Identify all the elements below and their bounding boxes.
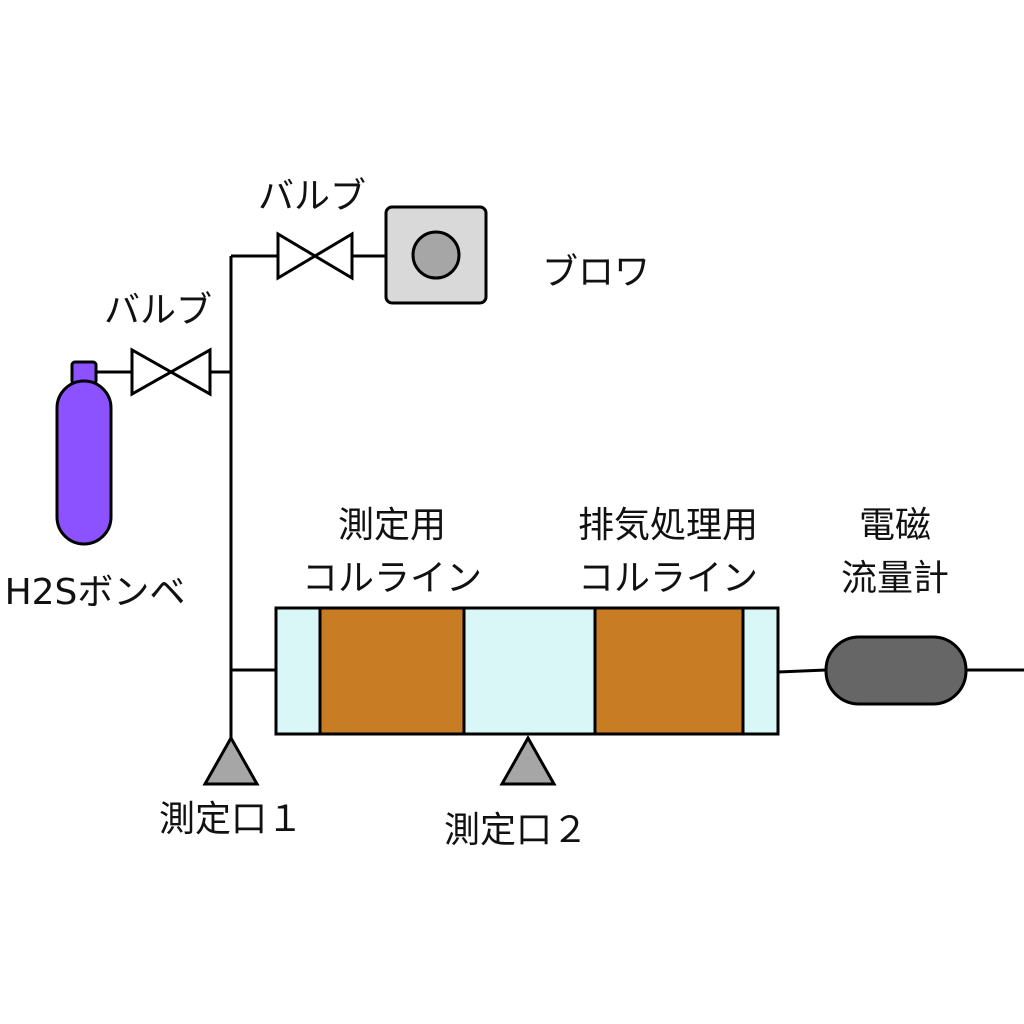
blower-fan-icon	[411, 230, 461, 280]
port1-label: 測定口１	[159, 799, 303, 840]
h2s-cylinder-icon	[55, 360, 113, 546]
flowmeter-label-line1: 電磁	[859, 505, 931, 546]
valve-left-icon	[130, 347, 212, 397]
flowmeter-label-line2: 流量計	[841, 558, 949, 599]
exhaust-packing	[593, 606, 745, 736]
pipe-tube-to-flowmeter	[777, 668, 827, 674]
port2-label: 測定口２	[444, 810, 588, 851]
port2-icon	[499, 734, 557, 786]
measure-column-label-line2: コルライン	[302, 558, 482, 599]
valve-top-label: バルブ	[258, 176, 366, 217]
column-tube	[274, 606, 780, 736]
valve-left-label: バルブ	[104, 290, 212, 331]
piping	[97, 254, 1024, 740]
exhaust-column-label-line2: コルライン	[578, 558, 758, 599]
port1-icon	[202, 734, 260, 786]
measure-packing	[318, 606, 466, 736]
blower	[384, 205, 488, 305]
measure-column-label-line1: 測定用	[338, 505, 446, 546]
blower-label: ブロワ	[542, 252, 650, 293]
flowmeter-icon	[824, 635, 968, 706]
valve-top-icon	[276, 231, 354, 281]
cylinder-label: H2Sボンベ	[5, 572, 186, 613]
exhaust-column-label-line1: 排気処理用	[578, 505, 758, 546]
